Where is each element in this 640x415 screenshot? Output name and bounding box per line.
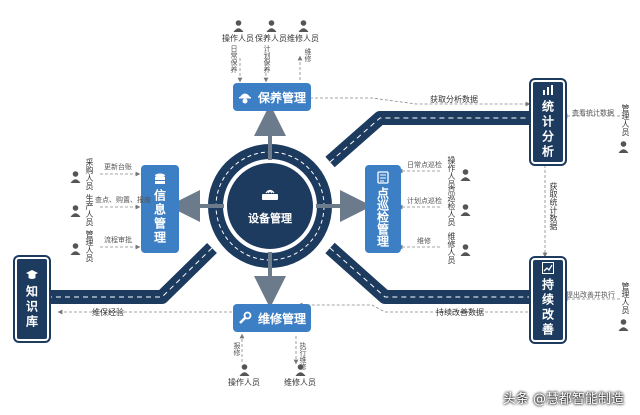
bottom-action-report: 报修 [233, 342, 241, 356]
right-person-inspector: 点巡检人员 [447, 186, 456, 226]
router-icon [261, 186, 279, 205]
right-action-daily: 日常点巡检 [407, 161, 442, 169]
flow-label-analysis: 获取分析数据 [430, 95, 478, 104]
stats-person-manager: 管理人员 [621, 104, 630, 136]
person-icon [618, 316, 629, 335]
person-icon [239, 364, 249, 376]
wrench-icon [239, 311, 252, 324]
graduation-cap-icon [26, 269, 38, 279]
right-action-plan: 计划点巡检 [407, 197, 442, 205]
info-label: 信息管理 [152, 189, 167, 245]
person-icon [70, 240, 81, 259]
left-person-purchaser: 采购人员 [85, 158, 94, 190]
repair-management-box[interactable]: 维修管理 [233, 304, 311, 332]
person-icon [233, 20, 243, 32]
person-icon [298, 20, 308, 32]
stats-action-view: 查看统计数据 [572, 109, 614, 117]
info-management-box[interactable]: 信息管理 [141, 165, 179, 253]
worker-icon [238, 93, 251, 104]
maintenance-management-box[interactable]: 保养管理 [233, 83, 311, 111]
person-icon [460, 241, 471, 260]
person-icon [460, 201, 471, 220]
flow-label-improvement: 持续改善数据 [436, 308, 484, 317]
left-action-purchase: 查点、购置、报废 [95, 196, 151, 204]
right-person-operator: 操作人员 [447, 156, 456, 188]
statistics-label: 统计分析 [540, 100, 555, 160]
person-icon [70, 168, 81, 187]
bottom-action-execute: 执行维修 [299, 342, 307, 370]
trend-chart-icon [542, 262, 554, 274]
bottom-person-repairer: 维修人员 [284, 364, 316, 388]
roundabout [208, 144, 332, 268]
top-action-plan: 计划保养 [263, 45, 271, 73]
improve-person-manager: 管理人员 [621, 282, 630, 314]
improvement-label: 持续改善 [540, 278, 555, 338]
knowledge-label: 知识库 [24, 284, 39, 330]
left-person-producer: 生产人员 [85, 194, 94, 226]
continuous-improvement-box[interactable]: 持续改善 [531, 258, 565, 342]
person-icon [70, 202, 81, 221]
top-person-operator: 操作人员 [222, 20, 254, 44]
improve-action-execute: 提出改善并执行 [566, 291, 615, 299]
repair-label: 维修管理 [257, 311, 306, 326]
person-icon [618, 138, 629, 157]
top-person-repairer: 维修人员 [287, 20, 319, 44]
flow-label-experience: 维保经验 [92, 308, 124, 317]
left-action-update: 更新台账 [104, 163, 132, 171]
inspection-label: 点巡检管理 [375, 187, 390, 247]
inspection-management-box[interactable]: 点巡检管理 [365, 165, 401, 253]
flow-lines [57, 55, 620, 365]
maintenance-label: 保养管理 [257, 90, 306, 105]
checklist-icon [377, 171, 389, 184]
right-action-repair: 维修 [417, 237, 431, 245]
top-person-maintainer: 保养人员 [255, 20, 287, 44]
flow-label-stats: 获取统计数据 [549, 182, 558, 230]
top-action-daily: 日常保养 [230, 45, 238, 73]
person-icon [460, 166, 471, 185]
database-icon [155, 173, 165, 184]
bottom-person-operator: 操作人员 [228, 364, 260, 388]
person-icon [295, 364, 305, 376]
left-person-manager: 管理人员 [85, 230, 94, 262]
right-person-repairer: 维修人员 [447, 232, 456, 264]
person-icon [266, 20, 276, 32]
left-action-approve: 流程审批 [104, 236, 132, 244]
top-action-repair: 维修 [304, 48, 312, 62]
watermark: 头条 @慧都智能制造 [502, 392, 624, 407]
hub-arrows [168, 104, 372, 308]
knowledge-base-box[interactable]: 知识库 [15, 257, 49, 341]
statistics-analysis-box[interactable]: 统计分析 [531, 80, 565, 164]
device-management-label: 设备管理 [248, 212, 292, 225]
road-network [50, 111, 532, 304]
bar-chart-icon [543, 85, 553, 95]
